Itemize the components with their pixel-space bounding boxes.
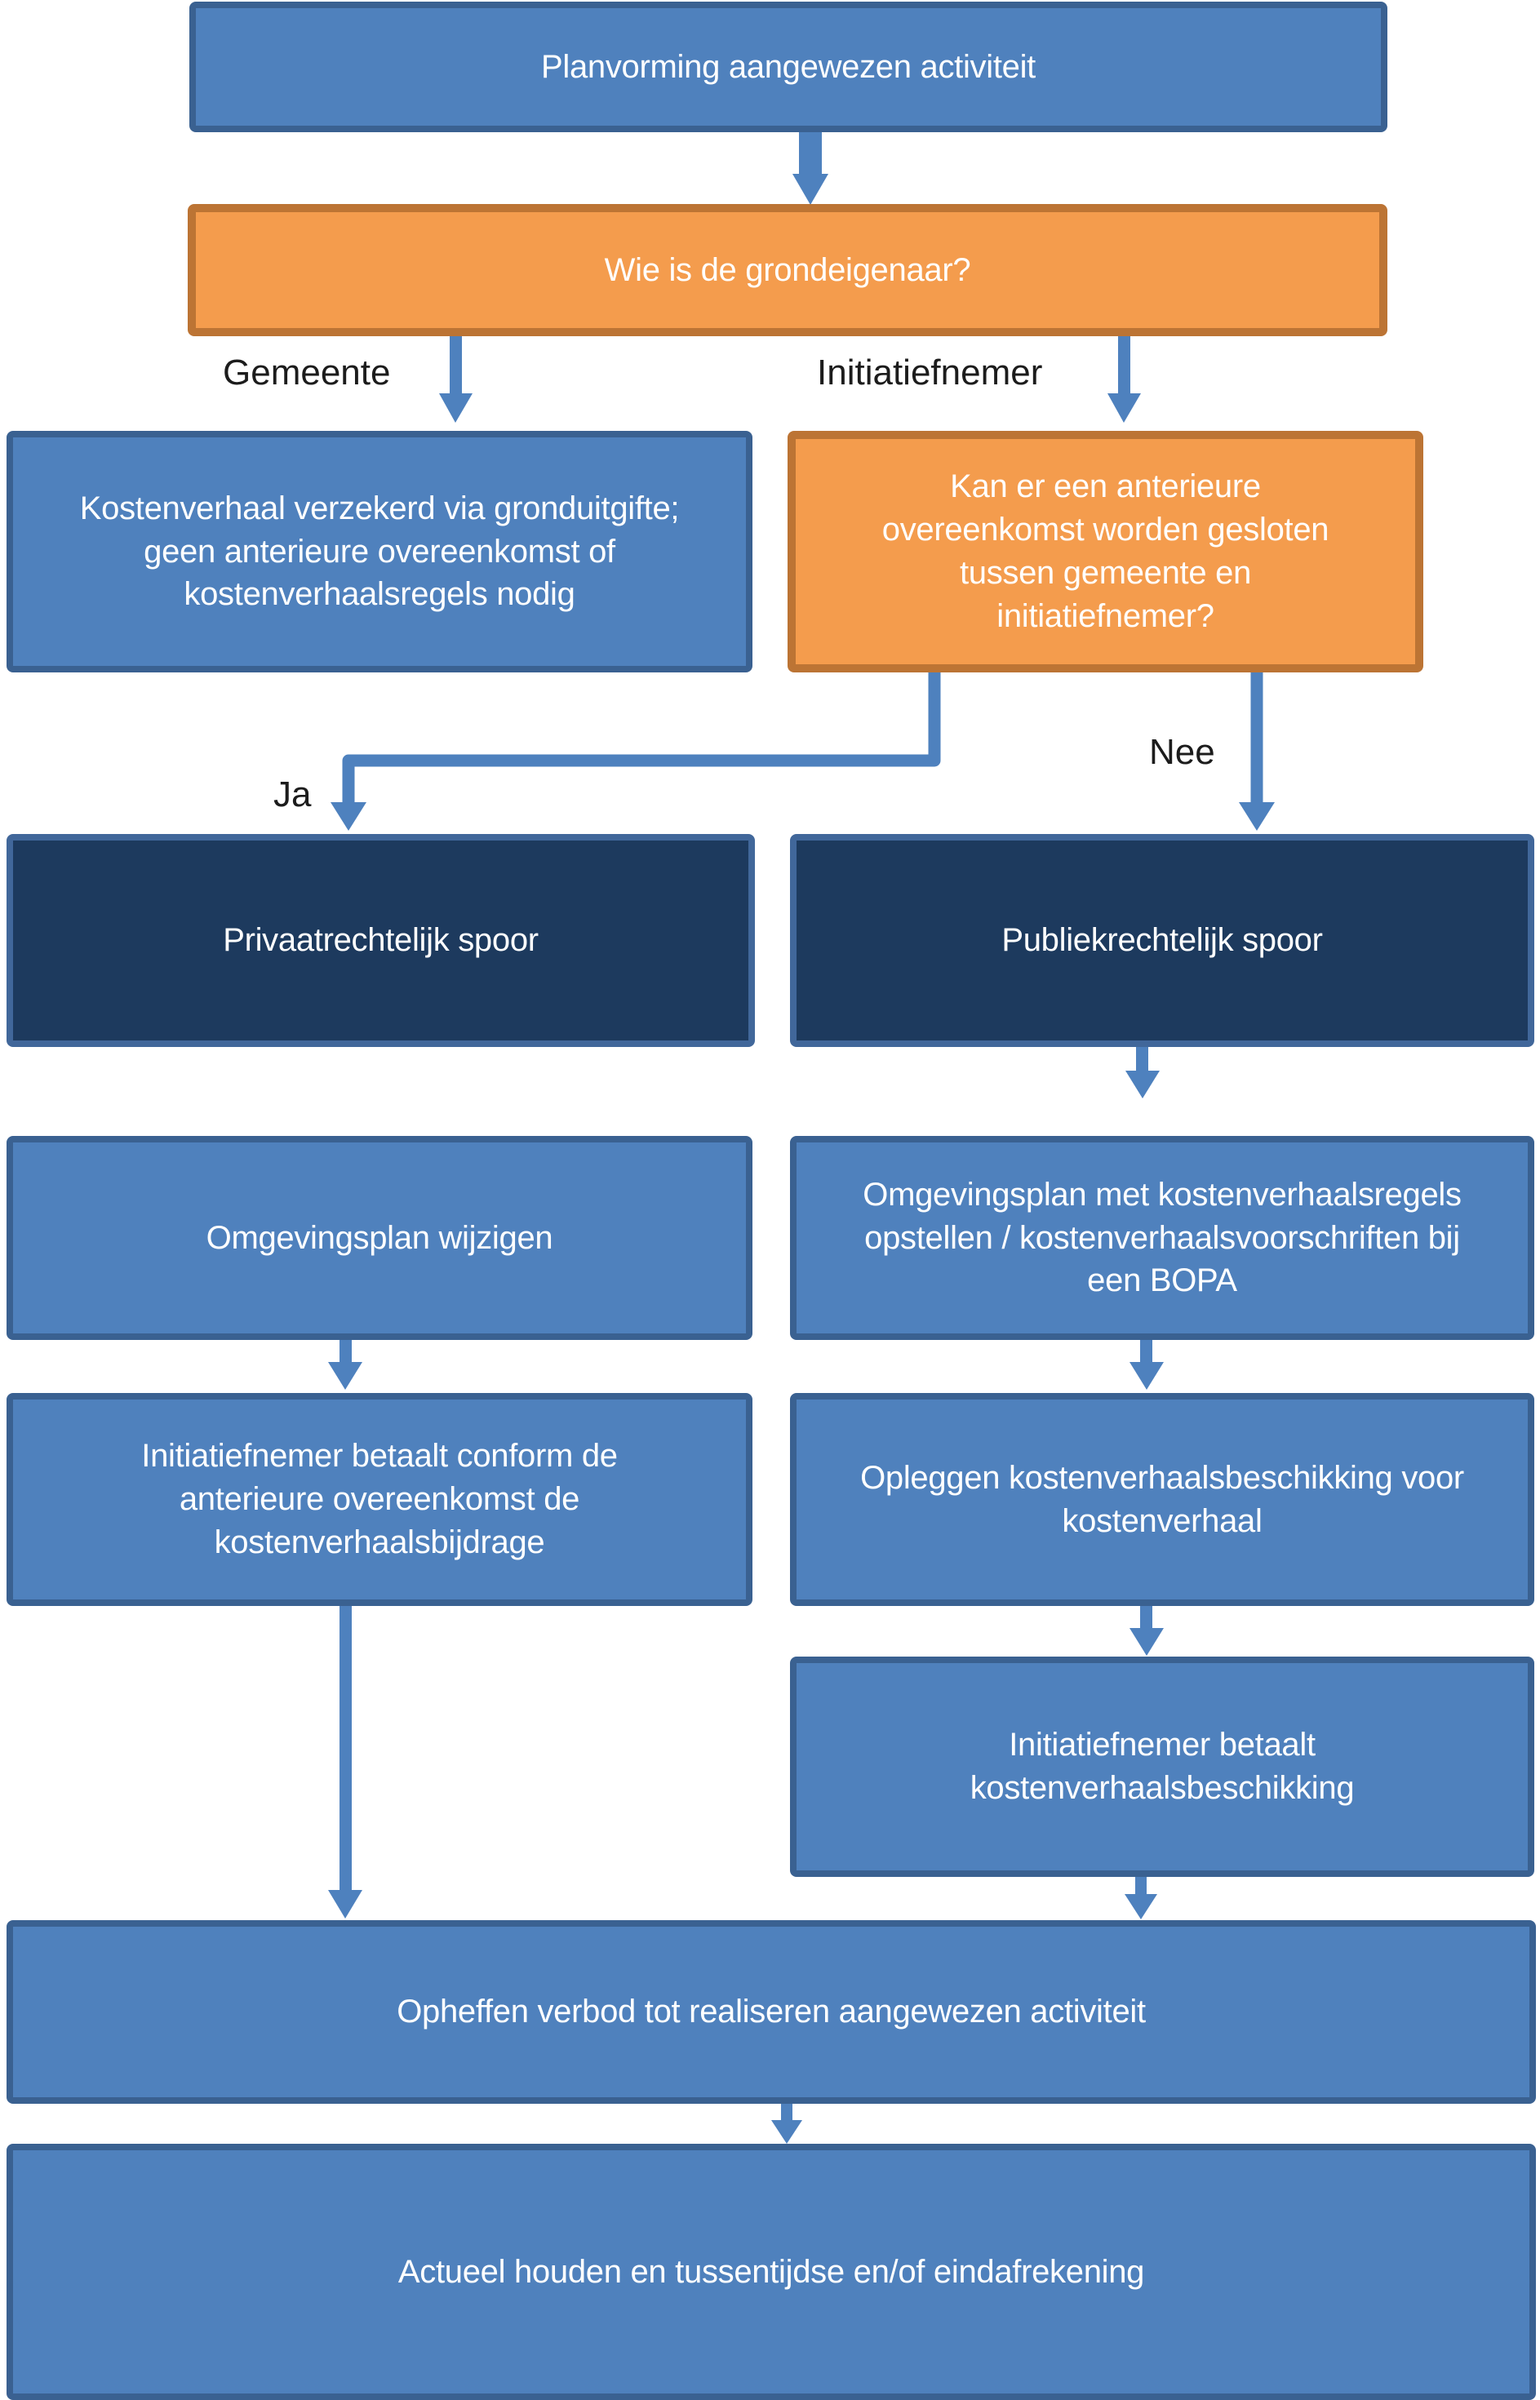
box-publiekrechtelijk-spoor: Publiekrechtelijk spoor [790,834,1534,1047]
arrow-betaalt-conform-to-opheffen [328,1606,362,1919]
arrow-initiatiefnemer-branch [1107,336,1141,423]
box-opheffen-verbod-text: Opheffen verbod tot realiseren aangeweze… [397,1994,1146,2030]
box-opleggen-beschikking-text: Opleggen kostenverhaalsbeschikking voor … [860,1459,1464,1539]
decision-anterieure-overeenkomst-text: Kan er een anterieure overeenkomst worde… [881,468,1329,634]
box-betaalt-conform: Initiatiefnemer betaalt conform de anter… [7,1393,752,1606]
branch-label-ja: Ja [273,774,312,814]
arrow-publiekrechtelijk-to-bopa [1125,1047,1160,1098]
box-planvorming: Planvorming aangewezen activiteit [189,2,1387,132]
branch-label-initiatiefnemer: Initiatiefnemer [817,353,1043,393]
box-actueel-houden: Actueel houden en tussentijdse en/of ein… [7,2144,1536,2400]
arrow-planvorming-to-grondeigenaar [792,132,828,205]
arrow-opheffen-to-actueel [771,2104,802,2144]
box-actueel-houden-text: Actueel houden en tussentijdse en/of ein… [397,2253,1145,2290]
box-opleggen-beschikking: Opleggen kostenverhaalsbeschikking voor … [790,1393,1534,1606]
box-omgevingsplan-bopa-text: Omgevingsplan met kostenverhaalsregels o… [863,1176,1462,1299]
box-publiekrechtelijk-spoor-text: Publiekrechtelijk spoor [1001,922,1323,959]
box-privaatrechtelijk-spoor: Privaatrechtelijk spoor [7,834,755,1047]
decision-grondeigenaar-text: Wie is de grondeigenaar? [604,251,971,288]
arrow-opleggen-to-betaalt-beschikking [1129,1606,1164,1656]
decision-grondeigenaar: Wie is de grondeigenaar? [188,204,1387,336]
arrow-bopa-to-opleggen [1129,1340,1164,1390]
decision-anterieure-overeenkomst: Kan er een anterieure overeenkomst worde… [788,431,1423,672]
box-omgevingsplan-wijzigen-text: Omgevingsplan wijzigen [206,1219,553,1256]
arrow-wijzigen-to-betaalt-conform [328,1340,362,1390]
arrow-gemeente-branch [439,336,473,423]
branch-label-nee: Nee [1149,732,1215,772]
box-betaalt-conform-text: Initiatiefnemer betaalt conform de anter… [141,1438,618,1560]
box-omgevingsplan-wijzigen: Omgevingsplan wijzigen [7,1136,752,1340]
box-omgevingsplan-bopa: Omgevingsplan met kostenverhaalsregels o… [790,1136,1534,1340]
arrow-betaalt-beschikking-to-opheffen [1125,1877,1157,1919]
box-kostenverhaal-verzekerd: Kostenverhaal verzekerd via gronduitgift… [7,431,752,672]
arrow-ja-elbow [331,672,941,831]
box-opheffen-verbod: Opheffen verbod tot realiseren aangeweze… [7,1920,1536,2104]
box-betaalt-beschikking-text: Initiatiefnemer betaalt kostenverhaalsbe… [970,1727,1355,1806]
arrow-nee [1239,672,1275,831]
branch-label-gemeente: Gemeente [223,353,391,393]
box-planvorming-text: Planvorming aangewezen activiteit [541,48,1036,85]
box-betaalt-beschikking: Initiatiefnemer betaalt kostenverhaalsbe… [790,1657,1534,1877]
box-privaatrechtelijk-spoor-text: Privaatrechtelijk spoor [223,922,539,959]
box-kostenverhaal-verzekerd-text: Kostenverhaal verzekerd via gronduitgift… [79,490,680,613]
